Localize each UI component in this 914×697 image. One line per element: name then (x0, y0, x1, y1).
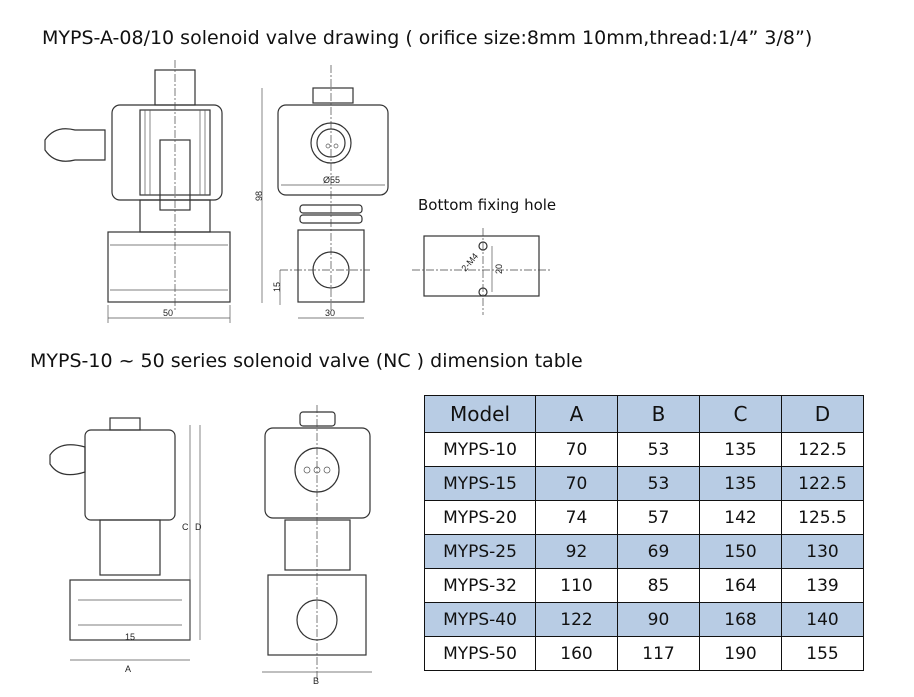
cell-c: 135 (699, 432, 782, 467)
cell-c: 190 (699, 636, 782, 671)
cell-model: MYPS-10 (424, 432, 536, 467)
cell-d: 130 (781, 534, 864, 569)
cell-d: 122.5 (781, 432, 864, 467)
cell-a: 160 (535, 636, 618, 671)
header-a: A (535, 395, 618, 433)
cell-a: 92 (535, 534, 618, 569)
cell-d: 140 (781, 602, 864, 637)
width-label: 50 (163, 308, 173, 318)
series-front-view-drawing: B (262, 405, 372, 686)
drawing-title: MYPS-A-08/10 solenoid valve drawing ( or… (42, 27, 813, 49)
bottom-fixing-hole-label: Bottom fixing hole (418, 196, 557, 214)
a-label: A (125, 664, 131, 674)
header-d: D (781, 395, 864, 433)
cell-b: 53 (617, 466, 700, 501)
cell-a: 110 (535, 568, 618, 603)
cell-a: 74 (535, 500, 618, 535)
table-header-row: Model A B C D (424, 395, 864, 433)
fixing-hole-drawing: 20 2-M4 (412, 228, 551, 315)
table-title: MYPS-10 ~ 50 series solenoid valve (NC )… (30, 350, 583, 372)
cell-d: 155 (781, 636, 864, 671)
c-label: C (182, 522, 189, 532)
cell-c: 168 (699, 602, 782, 637)
header-c: C (699, 395, 782, 433)
cell-b: 53 (617, 432, 700, 467)
section-view-drawing: 50 (44, 60, 231, 323)
cell-model: MYPS-15 (424, 466, 536, 501)
cell-model: MYPS-50 (424, 636, 536, 671)
cell-c: 150 (699, 534, 782, 569)
cell-d: 139 (781, 568, 864, 603)
cell-a: 70 (535, 432, 618, 467)
cell-model: MYPS-20 (424, 500, 536, 535)
port-label: 15 (125, 632, 135, 642)
cell-a: 70 (535, 466, 618, 501)
cell-b: 85 (617, 568, 700, 603)
series-side-view-drawing: C D A 15 (49, 417, 202, 674)
cell-model: MYPS-25 (424, 534, 536, 569)
port-height-label: 15 (272, 282, 282, 292)
cell-b: 90 (617, 602, 700, 637)
header-b: B (617, 395, 700, 433)
cell-d: 125.5 (781, 500, 864, 535)
cell-model: MYPS-32 (424, 568, 536, 603)
d-label: D (195, 522, 202, 532)
b-label: B (313, 676, 319, 686)
hole-spacing-label: 20 (494, 264, 504, 274)
cell-c: 135 (699, 466, 782, 501)
cell-b: 117 (617, 636, 700, 671)
diameter-label: Ø55 (323, 175, 340, 185)
cell-d: 122.5 (781, 466, 864, 501)
cell-a: 122 (535, 602, 618, 637)
cell-model: MYPS-40 (424, 602, 536, 637)
body-width-label: 30 (325, 308, 335, 318)
header-model: Model (424, 395, 536, 433)
cell-c: 142 (699, 500, 782, 535)
hole-label: 2-M4 (459, 251, 480, 273)
front-view-drawing: Ø55 98 15 30 (254, 65, 389, 319)
cell-b: 69 (617, 534, 700, 569)
cell-b: 57 (617, 500, 700, 535)
height-label: 98 (254, 191, 264, 201)
cell-c: 164 (699, 568, 782, 603)
